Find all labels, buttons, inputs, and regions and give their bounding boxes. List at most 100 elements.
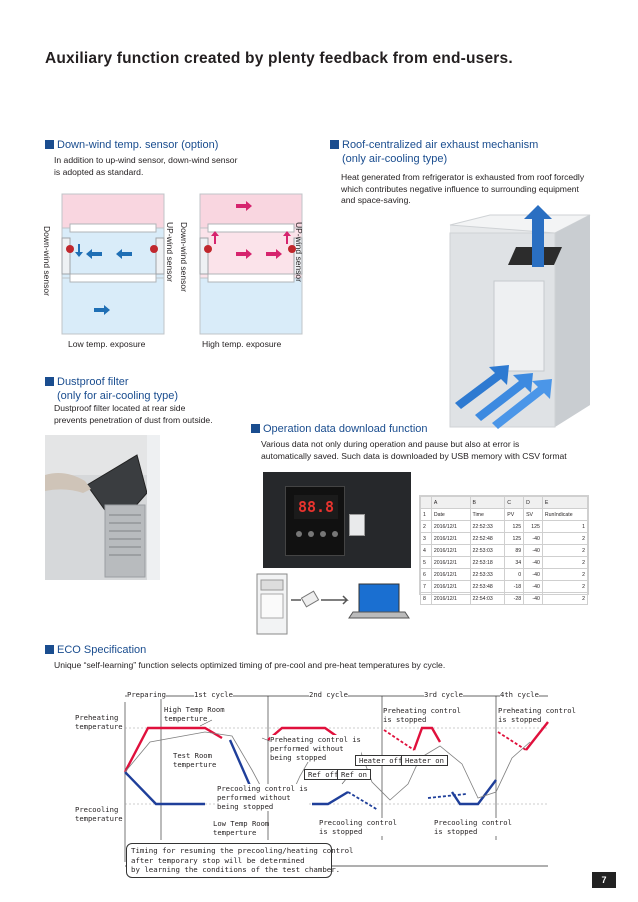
airflow-arrow-icon (455, 365, 509, 409)
controller-button[interactable] (308, 531, 314, 537)
downwind-body: In addition to up-wind sensor, down-wind… (54, 155, 237, 178)
exhaust-body: Heat generated from refrigerator is exha… (341, 172, 584, 207)
precool-stopped-note: Precooling control is stopped (319, 818, 397, 836)
page-number: 7 (592, 872, 616, 888)
temperature-controller: 88.8 (285, 486, 345, 556)
preheat-stopped-curve (383, 729, 527, 751)
test-room-label: Test Room temperture (173, 751, 217, 769)
phase-label: 3rd cycle (424, 690, 463, 699)
column-header: RunIndicate (541, 508, 589, 521)
dustproof-body-line: Dustproof filter located at rear side (54, 403, 186, 413)
dustproof-heading-text: Dustproof filter (57, 376, 129, 388)
precool-stopped-curve (347, 791, 467, 811)
exhaust-illustration (449, 205, 591, 429)
arrow-left-icon (116, 249, 132, 259)
download-body-line: automatically saved. Such data is downlo… (261, 450, 567, 461)
dustproof-body-line: prevents penetration of dust from outsid… (54, 414, 213, 425)
dustproof-body: Dustproof filter located at rear side pr… (54, 403, 213, 426)
dustproof-heading: Dustproof filter (only for air-cooling t… (45, 375, 178, 403)
download-body: Various data not only during operation a… (261, 439, 567, 462)
phase-label: Preparing (127, 690, 166, 699)
column-letter: E (541, 496, 589, 509)
arrow-right-icon (236, 249, 252, 259)
eco-timing-diagram (123, 695, 549, 867)
low-temp-caption: Low temp. exposure (68, 339, 146, 349)
controller-button[interactable] (320, 531, 326, 537)
dustproof-heading-sub: (only for air-cooling type) (57, 390, 179, 402)
arrow-right-icon (94, 305, 110, 315)
phase-label: 1st cycle (194, 690, 233, 699)
exhaust-heading-sub: (only air-cooling type) (342, 153, 448, 165)
usb-memory-icon (349, 514, 365, 536)
csv-spreadsheet: A B C D E 1 Date Time PV SV RunIndicate … (419, 495, 589, 605)
downwind-heading: Down-wind temp. sensor (option) (45, 138, 218, 152)
heading-bullet (45, 377, 54, 386)
precool-performed-note: Precooling control is performed without … (217, 784, 308, 811)
phase-label: 4th cycle (500, 690, 539, 699)
usb-memory-icon (300, 590, 320, 608)
column-header: Date (430, 508, 471, 521)
upwind-sensor-label: UP-wind sensor (165, 222, 175, 282)
precool-stopped-note: Precooling control is stopped (434, 818, 512, 836)
preheat-temp-label: Preheating temperature (75, 713, 123, 731)
eco-heading-text: ECO Specification (57, 644, 147, 656)
laptop-icon (348, 583, 410, 619)
high-temp-caption: High temp. exposure (202, 339, 282, 349)
eco-body: Unique “self-learning” function selects … (54, 660, 446, 670)
column-header: SV (523, 508, 543, 521)
column-letter: A (430, 496, 471, 509)
controller-display: 88.8 (294, 495, 338, 519)
exhaust-heading: Roof-centralized air exhaust mechanism (… (330, 138, 538, 166)
controller-button[interactable] (332, 531, 338, 537)
low-temp-label: Low Temp Room temperture (213, 819, 270, 837)
heading-bullet (330, 140, 339, 149)
heading-bullet (45, 140, 54, 149)
exhaust-body-line: which contributes negative influence to … (341, 183, 579, 194)
low-temp-chamber (61, 193, 165, 335)
heater-off-tag: Heater off (355, 755, 407, 766)
downwind-sensor-label: Down-wind sensor (179, 222, 189, 292)
high-temp-chamber (199, 193, 303, 335)
transfer-illustration (256, 573, 410, 635)
arrow-up-icon (211, 231, 219, 244)
airflow-arrow-icon (492, 379, 552, 429)
dustproof-photo (45, 435, 160, 580)
arrow-left-icon (86, 249, 102, 259)
arrow-right-icon (266, 249, 282, 259)
exhaust-heading-text: Roof-centralized air exhaust mechanism (342, 139, 539, 151)
chamber-unit-icon (256, 573, 288, 635)
controller-photo: 88.8 (263, 472, 411, 568)
heading-bullet (251, 424, 260, 433)
downwind-body-line: In addition to up-wind sensor, down-wind… (54, 155, 238, 165)
heading-bullet (45, 645, 54, 654)
column-letter: C (504, 496, 525, 509)
arrow-right-icon (321, 595, 349, 605)
high-temp-label: High Temp Room temperture (164, 705, 225, 723)
exhaust-body-line: Heat generated from refrigerator is exha… (341, 172, 585, 182)
row-index-header (420, 496, 432, 509)
preheat-stopped-note: Preheating control is stopped (383, 706, 461, 724)
arrow-up-icon (283, 231, 291, 244)
arrow-right-icon (236, 201, 252, 211)
column-letter: D (523, 496, 543, 509)
ref-on-tag: Ref on (337, 769, 371, 780)
csv-table: A B C D E 1 Date Time PV SV RunIndicate … (420, 496, 589, 605)
heater-on-tag: Heater on (401, 755, 448, 766)
column-letter: B (469, 496, 506, 509)
airflow-arrow-icon (475, 373, 533, 421)
controller-button[interactable] (296, 531, 302, 537)
precool-temp-label: Precooling temperature (75, 805, 123, 823)
eco-heading: ECO Specification (45, 643, 146, 657)
column-header: Time (469, 508, 506, 521)
downwind-sensor-label: Down-wind sensor (42, 226, 52, 296)
row-index: 1 (420, 508, 432, 521)
downwind-body-line: is adopted as standard. (54, 166, 144, 177)
upwind-sensor-label: UP-wind sensor (294, 222, 304, 282)
exhaust-arrow-up-icon (524, 205, 552, 267)
downwind-heading-text: Down-wind temp. sensor (option) (57, 139, 219, 151)
